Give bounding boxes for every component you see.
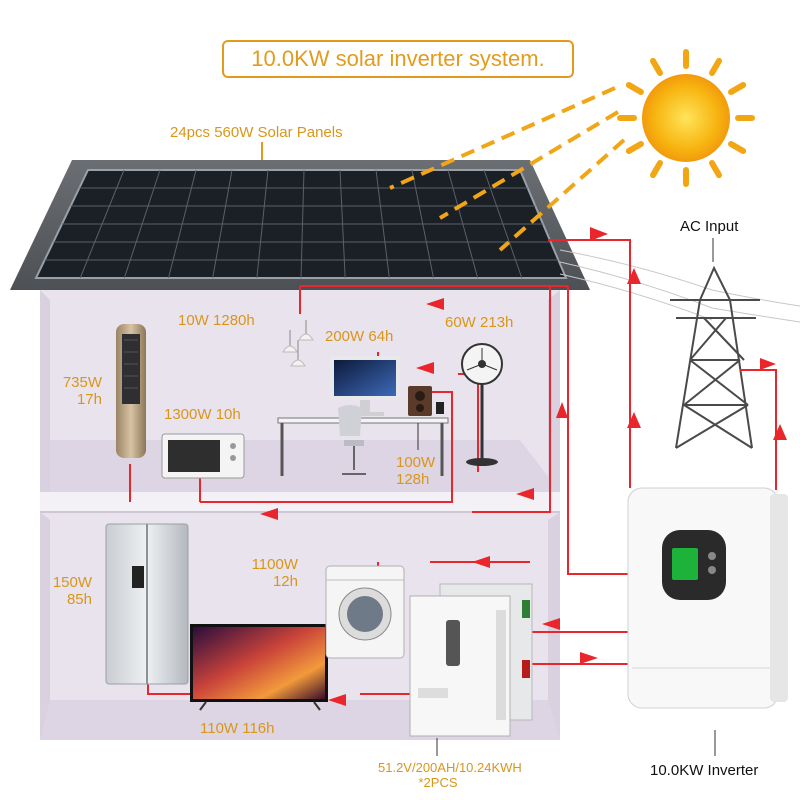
ac-input-label: AC Input — [680, 218, 739, 235]
computer-icon — [277, 356, 449, 476]
flow-arrows — [260, 227, 787, 706]
speaker-icon — [408, 386, 444, 416]
washer-label-line2: 12h — [272, 573, 298, 590]
solar-panels-label: 24pcs 560W Solar Panels — [170, 124, 343, 141]
speaker-label: 100W 128h — [396, 454, 435, 488]
speaker-label-line2: 128h — [396, 471, 430, 488]
computer-label: 200W 64h — [325, 328, 394, 345]
power-lines — [559, 249, 800, 323]
battery-spec-line1: 51.2V/200AH/10.24KWH — [378, 760, 522, 775]
sun-icon — [389, 49, 755, 252]
speaker-label-line1: 100W — [396, 454, 436, 471]
fridge-label: 150W 85h — [42, 574, 92, 608]
lamp-label: 10W 1280h — [178, 312, 255, 329]
inverter-icon — [627, 487, 788, 709]
tv-icon — [190, 624, 328, 711]
microwave-icon — [161, 433, 245, 479]
washer-label: 1100W 12h — [248, 556, 298, 590]
fridge-label-line2: 85h — [66, 591, 92, 608]
washer-icon — [325, 565, 405, 659]
battery-spec-label: 51.2V/200AH/10.24KWH *2PCS — [378, 760, 522, 790]
tower-fan-label-line2: 17h — [76, 391, 102, 408]
solar-panel-icon — [10, 160, 590, 290]
microwave-label: 1300W 10h — [164, 406, 241, 423]
page-title: 10.0KW solar inverter system. — [222, 40, 574, 78]
tower-fan-icon — [116, 324, 146, 458]
tower-fan-label-line1: 735W — [62, 374, 102, 391]
fridge-icon — [105, 523, 189, 685]
fan-label: 60W 213h — [445, 314, 514, 331]
pylon-icon — [670, 265, 760, 449]
tv-label: 110W 116h — [200, 720, 275, 737]
battery-spec-line2: *2PCS — [418, 775, 458, 790]
lamp-icon — [282, 320, 314, 367]
inverter-label: 10.0KW Inverter — [650, 762, 759, 779]
fan-icon — [461, 343, 503, 466]
battery-icon — [409, 583, 533, 737]
tower-fan-label: 735W 17h — [52, 374, 102, 408]
washer-label-line1: 1100W — [251, 556, 298, 573]
fridge-label-line1: 150W — [52, 574, 92, 591]
